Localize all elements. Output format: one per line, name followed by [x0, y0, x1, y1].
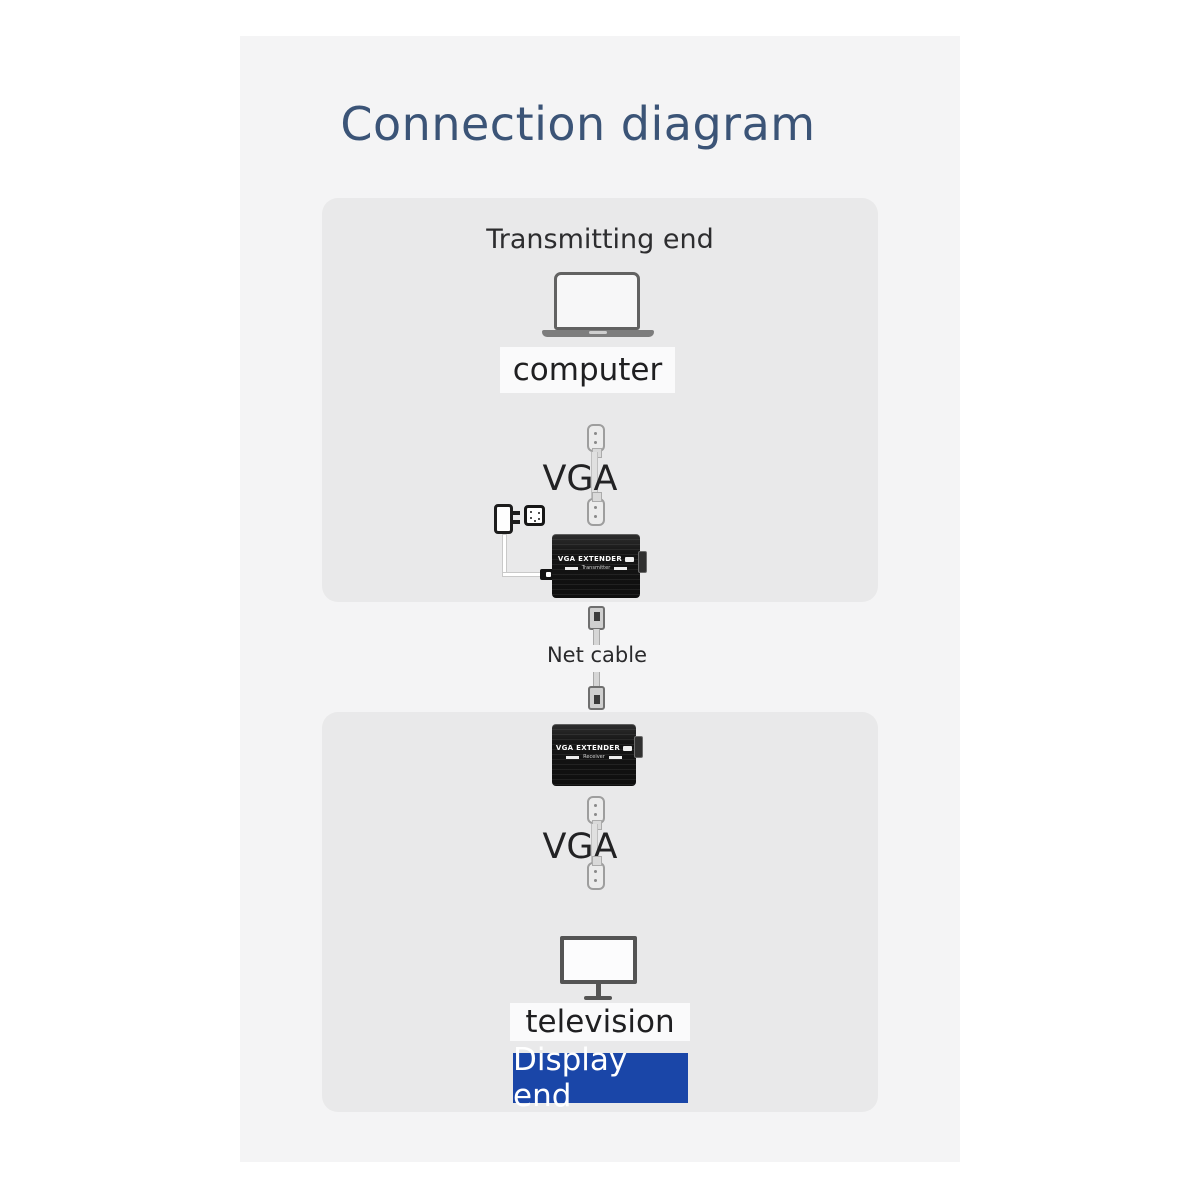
rj45-connector-icon: [588, 686, 605, 710]
net-cable-line: [593, 672, 600, 688]
power-cable-horizontal: [502, 572, 544, 577]
extender-name: VGA EXTENDER: [557, 554, 623, 563]
power-cable-vertical: [502, 534, 507, 576]
extender-chip: [623, 746, 633, 752]
net-cable-line: [593, 629, 600, 645]
vga-extender-receiver: VGA EXTENDER Receiver: [552, 724, 636, 786]
vga-connector-icon: [587, 492, 605, 526]
extender-dash: [564, 566, 578, 570]
extender-name: VGA EXTENDER: [555, 744, 621, 753]
display-end-badge: Display end: [513, 1042, 688, 1114]
vga-cable-line: [591, 824, 598, 866]
tv-stand-stem: [596, 984, 601, 996]
vga-connector-icon: [587, 856, 605, 890]
rj45-connector-icon: [588, 606, 605, 630]
dc-plug-icon: [540, 569, 554, 580]
page-title: Connection diagram: [340, 97, 816, 151]
extender-sublabel: Receiver: [583, 754, 605, 761]
transmitting-card: Transmitting end computer VGA VGA EXTEND…: [322, 198, 878, 602]
vga-label: VGA: [542, 827, 618, 867]
computer-label: computer: [512, 352, 663, 388]
television-label: television: [525, 1004, 675, 1040]
extender-label-line1: VGA EXTENDER: [557, 554, 635, 563]
vga-label: VGA: [542, 459, 618, 499]
television-label-strip: television: [510, 1003, 690, 1041]
vga-extender-transmitter: VGA EXTENDER Transmitter: [552, 534, 640, 598]
tv-screen: [560, 936, 637, 984]
extender-label: VGA EXTENDER Receiver: [552, 745, 636, 760]
vga-port-icon: [634, 736, 643, 758]
extender-sublabel: Transmitter: [581, 564, 611, 571]
extender-dash: [566, 756, 580, 760]
laptop-base: [542, 330, 654, 337]
extender-label: VGA EXTENDER Transmitter: [552, 554, 640, 571]
wall-outlet-icon: [524, 505, 545, 526]
computer-label-strip: computer: [500, 347, 675, 393]
tv-stand-base: [584, 996, 612, 1000]
extender-dash: [608, 756, 622, 760]
extender-dash: [614, 566, 628, 570]
extender-label-line2: Transmitter: [564, 564, 628, 571]
extender-chip: [625, 556, 635, 562]
transmitting-end-heading: Transmitting end: [486, 224, 714, 255]
vga-connector-icon: [587, 796, 605, 830]
extender-label-line2: Receiver: [566, 755, 622, 760]
vga-cable-line: [591, 452, 598, 500]
adapter-prong: [511, 511, 520, 515]
adapter-prong: [511, 520, 520, 524]
laptop-screen: [554, 272, 640, 330]
vga-connector-icon: [587, 424, 605, 458]
display-card: VGA EXTENDER Receiver VGA television: [322, 712, 878, 1114]
net-cable-label: Net cable: [546, 643, 648, 667]
extender-label-line1: VGA EXTENDER: [555, 744, 633, 753]
power-adapter-icon: [494, 504, 513, 534]
vga-port-icon: [638, 551, 647, 573]
